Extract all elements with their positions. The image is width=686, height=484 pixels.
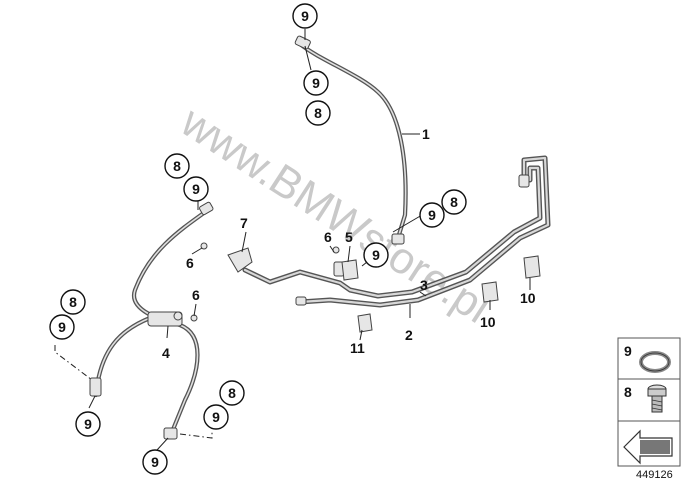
- legend: 9 8: [617, 337, 681, 467]
- callout-c9-left: 9: [183, 176, 209, 202]
- bracket-5: [341, 259, 359, 281]
- label-part-6-center: 6: [324, 229, 332, 245]
- line-4: [89, 201, 214, 440]
- callout-c9-bottom-left: 9: [75, 411, 101, 437]
- svg-text:9: 9: [301, 8, 309, 24]
- callout-c9-top2: 9: [303, 70, 329, 96]
- svg-text:8: 8: [314, 105, 322, 121]
- clip-10-right: [523, 255, 541, 279]
- label-part-11: 11: [350, 340, 365, 356]
- svg-text:9: 9: [192, 181, 200, 197]
- svg-text:9: 9: [312, 75, 320, 91]
- clip-10-left: [481, 281, 499, 303]
- callout-c8-bottom: 8: [219, 380, 245, 406]
- label-part-2: 2: [405, 327, 413, 343]
- screw-6-left: [200, 242, 208, 250]
- svg-text:9: 9: [84, 416, 92, 432]
- svg-text:9: 9: [624, 343, 632, 359]
- svg-text:9: 9: [151, 454, 159, 470]
- label-part-5: 5: [345, 229, 353, 245]
- reference-number: 449126: [636, 469, 673, 481]
- callout-c9-mid: 9: [419, 202, 445, 228]
- svg-text:9: 9: [428, 207, 436, 223]
- clip-11: [357, 313, 373, 333]
- callout-c8-mid: 8: [441, 189, 467, 215]
- svg-text:8: 8: [173, 158, 181, 174]
- svg-text:8: 8: [624, 384, 632, 400]
- legend-item-banjo-bolt: 8: [624, 384, 667, 413]
- label-part-1: 1: [422, 126, 430, 142]
- watermark: www.BMWstore.pl: [172, 97, 499, 333]
- arrow-icon: [623, 429, 673, 465]
- svg-text:9: 9: [212, 409, 220, 425]
- callout-c8-left: 8: [164, 153, 190, 179]
- legend-item-arrow: [623, 429, 673, 465]
- line-2: [242, 155, 551, 308]
- svg-text:9: 9: [58, 319, 66, 335]
- svg-text:8: 8: [69, 294, 77, 310]
- svg-text:9: 9: [372, 247, 380, 263]
- label-part-6-lower: 6: [192, 287, 200, 303]
- label-part-3: 3: [420, 277, 428, 293]
- callout-c9-lower-left: 9: [49, 314, 75, 340]
- callout-c8-lower-left: 8: [60, 289, 86, 315]
- label-part-10-right: 10: [520, 290, 536, 306]
- sealing-ring-icon: [639, 351, 671, 373]
- callout-c8-top: 8: [305, 100, 331, 126]
- line-1: [294, 35, 408, 245]
- leader-lines: [54, 29, 531, 451]
- legend-item-sealing-ring: 9: [624, 343, 671, 373]
- label-part-6-left: 6: [186, 255, 194, 271]
- callout-c9-bottom: 9: [203, 404, 229, 430]
- callout-c9-top: 9: [292, 3, 318, 29]
- label-part-7: 7: [240, 215, 248, 231]
- label-part-4: 4: [162, 345, 170, 361]
- banjo-bolt-icon: [647, 384, 667, 413]
- callout-c9-center: 9: [363, 242, 389, 268]
- svg-text:8: 8: [450, 194, 458, 210]
- bracket-7: [227, 247, 253, 273]
- callout-c9-bottom2: 9: [142, 449, 168, 475]
- screw-6-center: [332, 246, 340, 254]
- label-part-10-left: 10: [480, 314, 496, 330]
- svg-text:8: 8: [228, 385, 236, 401]
